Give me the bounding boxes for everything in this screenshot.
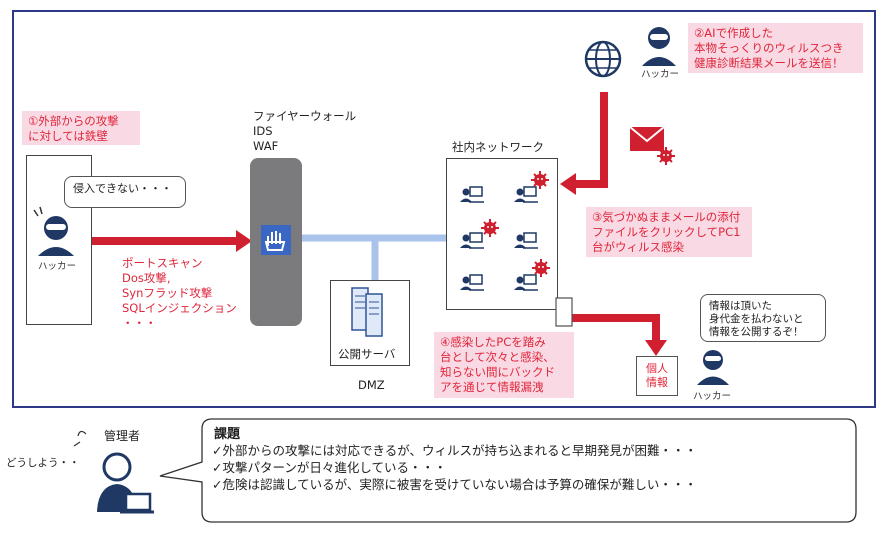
issue-item: ✓攻撃パターンが日々進化している・・・ [212,460,447,475]
right-hacker-label: ハッカー [693,391,732,402]
hacker-icon [642,27,676,66]
left-hacker-panel [26,155,92,325]
issues-list: ✓外部からの攻撃には対応できるが、ウィルスが持ち込まれると早期発見が困難・・・ … [212,442,697,493]
mail-arrow-head [560,173,576,195]
mail-icon [629,126,665,151]
admin-murmur: どうしよう・・ [6,457,80,469]
personal-info-document: 個人 情報 [636,356,678,396]
diagram-frame [12,10,876,408]
network-label: 社内ネットワーク [452,140,544,154]
admin-label: 管理者 [104,429,141,443]
leak-arrow-head [645,340,667,356]
admin-icon [97,452,154,514]
worry-marks-icon [73,430,87,447]
hacker-icon [33,206,74,256]
document-icon [555,297,573,327]
attack-list: ポートスキャン Dos攻撃, Synフラッド攻撃 SQLインジェクション ・・・ [122,256,237,330]
left-hacker-bubble: 侵入できない・・・ [64,176,186,208]
issues-bubble [159,418,857,523]
firewall-label: ファイヤーウォール IDS WAF [253,109,357,153]
right-hacker-bubble: 情報は頂いた 身代金を払わないと 情報を公開するぞ！ [700,294,826,342]
top-hacker-label: ハッカー [641,69,680,80]
callout-infected: ③気づかぬままメールの添付 ファイルをクリックしてPC1 台がウィルス感染 [586,207,752,257]
firewall-shield-icon [261,225,291,255]
hacker-icon [697,350,729,385]
globe-icon [584,40,622,78]
callout-firewall-strong: ①外部からの攻撃 に対しては鉄壁 [22,111,140,145]
left-hacker-label: ハッカー [38,261,77,272]
leak-arrow-line [572,314,660,342]
server-icon [351,287,383,337]
issue-item: ✓危険は認識しているが、実際に被害を受けていない場合は予算の確保が難しい・・・ [212,477,697,492]
server-label: 公開サーバ [338,347,396,361]
attack-arrow-head [236,230,252,252]
dmz-label: DMZ [358,378,385,392]
callout-ai-mail: ②AIで作成した 本物そっくりのウィルスつき 健康診断結果メールを送信！ [688,23,863,73]
issues-title: 課題 [214,427,241,442]
mail-arrow-line [574,92,608,188]
callout-spread: ④感染したPCを踏み 台として次々と感染、 知らない間にバックド アを通じて情報… [434,332,574,398]
issue-item: ✓外部からの攻撃には対応できるが、ウィルスが持ち込まれると早期発見が困難・・・ [212,443,697,458]
